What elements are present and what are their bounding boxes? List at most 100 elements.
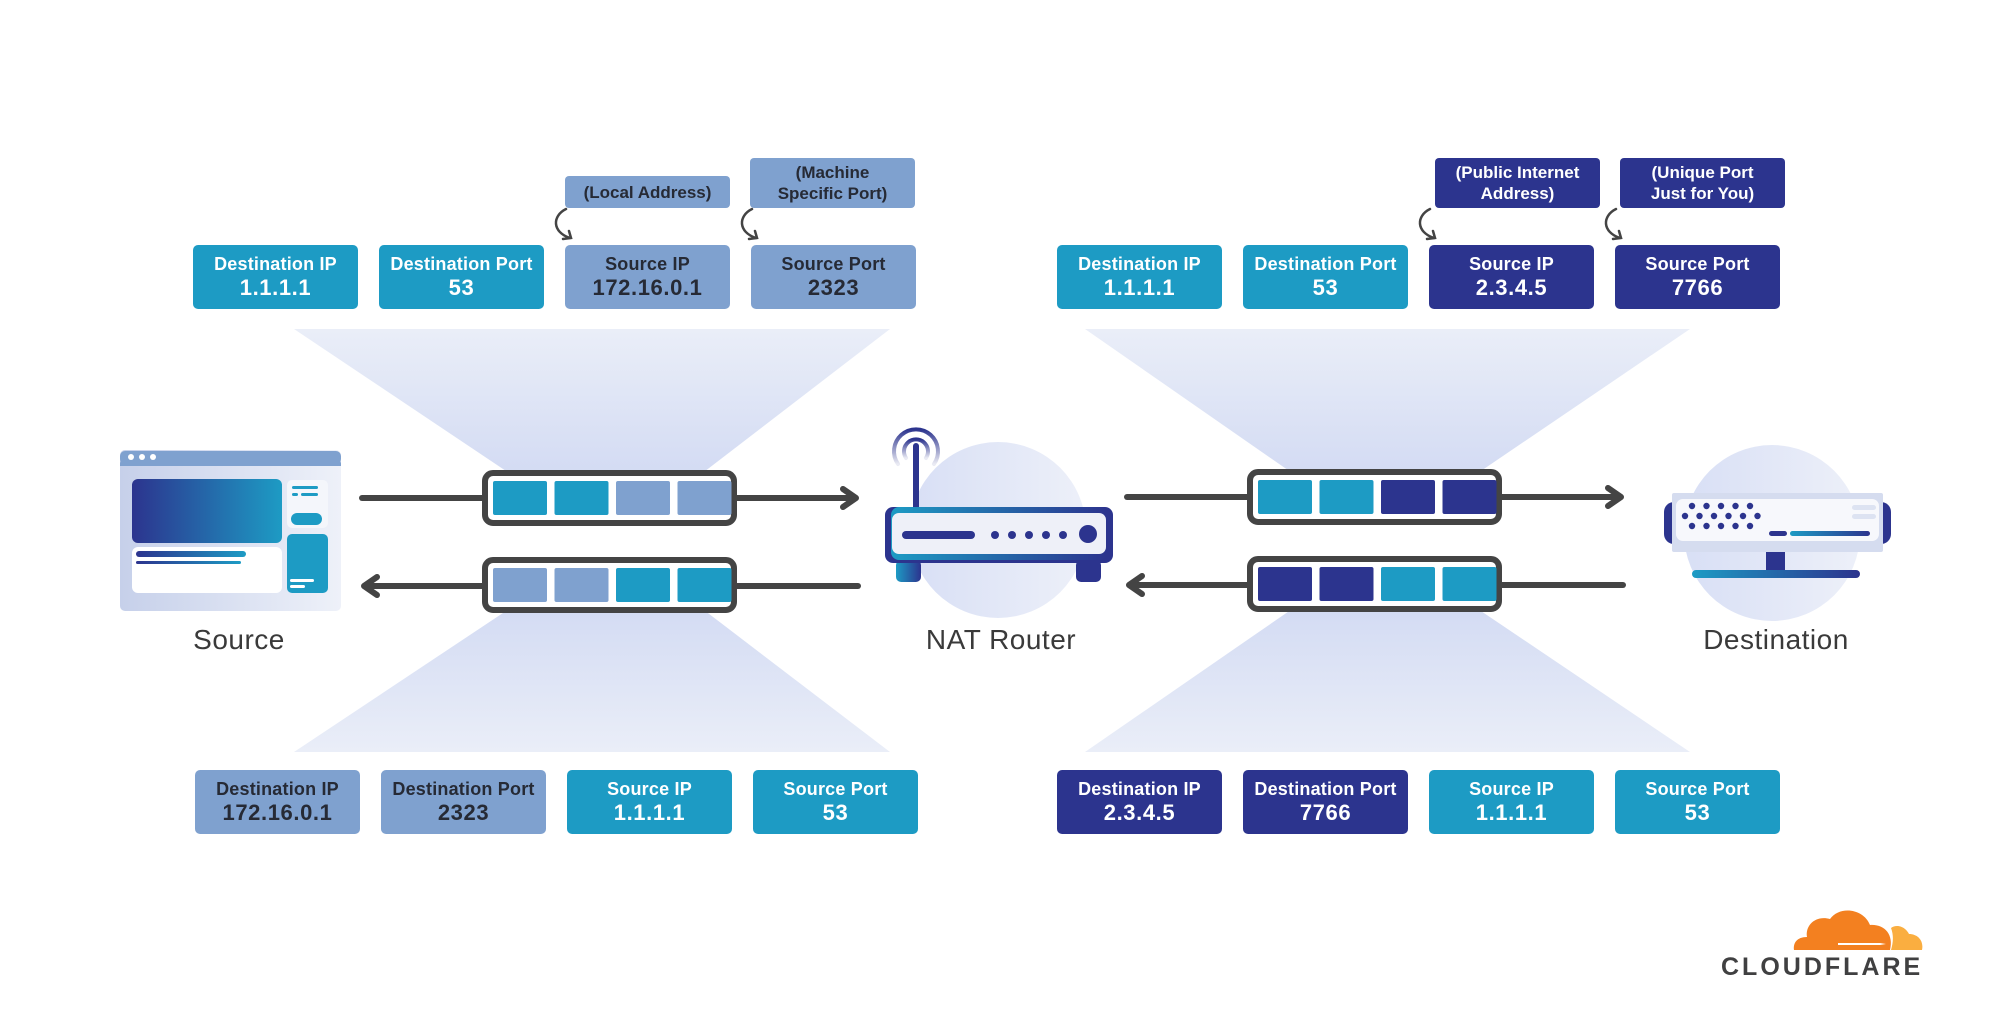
packet-block: [554, 481, 609, 515]
server-dot: [1688, 522, 1696, 530]
field-name: Source IP: [607, 779, 692, 799]
packet-frame: [1247, 469, 1502, 525]
field-value: 2.3.4.5: [1103, 800, 1176, 825]
note-local-address: (Local Address): [565, 176, 730, 208]
curved-arrow-icon: [554, 207, 572, 240]
halo-bottom-left: [294, 607, 890, 752]
server-dot: [1696, 512, 1703, 520]
curved-arrow-head-icon: [561, 229, 573, 241]
note-text: (Unique Port: [1651, 163, 1754, 182]
packet-block: [1381, 567, 1435, 601]
packet-block: [677, 568, 732, 602]
packet-block: [1442, 567, 1497, 601]
packet-block: [1319, 480, 1374, 514]
field-name: Source Port: [783, 779, 888, 799]
field-value: 1.1.1.1: [239, 275, 312, 300]
packet-block: [493, 481, 547, 515]
arrow-head-left-icon: [361, 574, 380, 598]
packet-block: [1319, 567, 1374, 601]
server-dot: [1717, 522, 1725, 530]
note-text: Just for You): [1650, 184, 1755, 203]
field-name: Destination IP: [1078, 779, 1201, 799]
note-text: Specific Port): [777, 184, 888, 203]
curved-arrow-icon: [740, 207, 758, 240]
packet-frame: [482, 557, 737, 613]
field-name: Destination IP: [1078, 254, 1201, 274]
field-name: Destination Port: [392, 779, 535, 799]
halo-top-left: [294, 329, 890, 475]
server-dot: [1725, 512, 1732, 520]
source-label: Source: [193, 624, 285, 655]
note-unique-port: (Unique Port Just for You): [1620, 158, 1785, 208]
field-value: 53: [822, 800, 849, 825]
server-dot: [1710, 512, 1718, 520]
note-text: (Machine: [795, 163, 870, 182]
field-name: Destination IP: [216, 779, 339, 799]
field-value: 2.3.4.5: [1475, 275, 1548, 300]
packet-block: [616, 481, 670, 515]
packet-block: [554, 568, 609, 602]
packet-block: [1258, 480, 1312, 514]
arrow-head-right-icon: [840, 486, 859, 510]
field-value: 1.1.1.1: [1475, 800, 1548, 825]
packet-block: [1381, 480, 1435, 514]
field-value: 53: [1684, 800, 1711, 825]
field-value: 2323: [437, 800, 490, 825]
packet-block: [1442, 480, 1497, 514]
field-value: 1.1.1.1: [613, 800, 686, 825]
packet-frame: [1247, 556, 1502, 612]
halo-bottom-right: [1085, 607, 1690, 752]
curved-arrow-head-icon: [1611, 229, 1623, 241]
browser-window-icon: [120, 450, 341, 611]
packet-block: [616, 568, 670, 602]
field-name: Source Port: [1645, 779, 1750, 799]
server-dot: [1732, 502, 1739, 510]
packet-frame: [482, 470, 737, 526]
note-public-internet-address: (Public Internet Address): [1435, 158, 1600, 208]
field-name: Destination IP: [214, 254, 337, 274]
field-value: 172.16.0.1: [592, 275, 703, 300]
cloudflare-cloud-icon: [1793, 910, 1923, 950]
field-name: Destination Port: [1254, 254, 1397, 274]
field-value: 172.16.0.1: [222, 800, 333, 825]
field-name: Source Port: [1645, 254, 1750, 274]
server-dot: [1754, 512, 1761, 520]
router-label: NAT Router: [925, 624, 1077, 655]
note-text: Address): [1480, 184, 1555, 203]
field-name: Source IP: [1469, 779, 1554, 799]
curved-arrow-head-icon: [747, 229, 759, 241]
packet-left-outbound: [482, 470, 737, 526]
server-dot: [1681, 512, 1689, 520]
field-value: 7766: [1299, 800, 1352, 825]
packet-left-inbound: [482, 557, 737, 613]
field-name: Source IP: [605, 254, 690, 274]
field-name: Source Port: [781, 254, 886, 274]
halo-top-right: [1085, 329, 1690, 475]
field-value: 53: [448, 275, 475, 300]
server-dot: [1746, 502, 1754, 510]
field-name: Destination Port: [390, 254, 533, 274]
server-dot: [1732, 522, 1739, 530]
server-dot: [1703, 502, 1710, 510]
server-icon: [1664, 493, 1891, 578]
packet-block: [677, 481, 732, 515]
field-value: 1.1.1.1: [1103, 275, 1176, 300]
curved-arrow-icon: [1604, 207, 1622, 240]
note-machine-specific-port: (Machine Specific Port): [750, 158, 915, 208]
wifi-router-icon: [885, 427, 1113, 582]
field-name: Source IP: [1469, 254, 1554, 274]
